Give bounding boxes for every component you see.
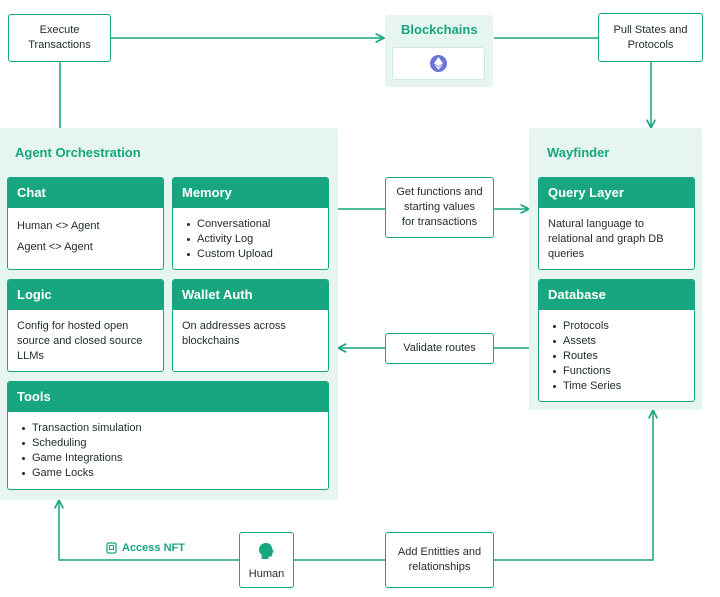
validate-routes-label: Validate routes bbox=[403, 342, 476, 355]
database-item: Routes bbox=[553, 349, 685, 364]
database-item: Assets bbox=[553, 334, 685, 349]
blockchains-title: Blockchains bbox=[401, 22, 478, 37]
database-item: Time Series bbox=[553, 379, 685, 394]
pull-line-1: Pull States and bbox=[613, 23, 688, 36]
ethereum-icon bbox=[430, 55, 447, 72]
database-title: Database bbox=[539, 280, 694, 310]
get-functions-line: starting values bbox=[404, 201, 475, 214]
tools-card[interactable]: Tools Transaction simulation Scheduling … bbox=[7, 381, 329, 490]
access-nft-label: Access NFT bbox=[106, 542, 185, 554]
tools-item: Game Integrations bbox=[22, 451, 319, 466]
chat-line: Agent <> Agent bbox=[17, 240, 93, 253]
add-entities-line: Add Entitties and bbox=[397, 546, 482, 559]
query-layer-card[interactable]: Query Layer Natural language to relation… bbox=[538, 177, 695, 270]
database-item: Protocols bbox=[553, 319, 685, 334]
nft-card-icon bbox=[106, 542, 117, 554]
chat-title: Chat bbox=[8, 178, 163, 208]
execute-line-2: Transactions bbox=[28, 39, 91, 51]
logic-text: Config for hosted open bbox=[17, 320, 129, 332]
memory-item: Activity Log bbox=[187, 232, 319, 247]
tools-title: Tools bbox=[8, 382, 328, 412]
tools-item: Game Locks bbox=[22, 466, 319, 481]
add-entities-box[interactable]: Add Entitties and relationships bbox=[385, 532, 494, 588]
add-entities-line: relationships bbox=[408, 561, 471, 573]
get-functions-line: for transactions bbox=[401, 215, 478, 228]
wallet-auth-title: Wallet Auth bbox=[173, 280, 328, 310]
chat-line: Human <> Agent bbox=[17, 220, 100, 232]
logic-text: source and closed source bbox=[17, 334, 143, 347]
get-functions-box[interactable]: Get functions and starting values for tr… bbox=[385, 177, 494, 238]
wayfinder-title: Wayfinder bbox=[547, 145, 610, 160]
pull-line-2: Protocols bbox=[627, 38, 674, 51]
query-layer-text: queries bbox=[548, 247, 585, 260]
wallet-auth-text: blockchains bbox=[182, 334, 240, 347]
database-card[interactable]: Database Protocols Assets Routes Functio… bbox=[538, 279, 695, 402]
wallet-auth-card[interactable]: Wallet Auth On addresses across blockcha… bbox=[172, 279, 329, 372]
human-label: Human bbox=[248, 568, 285, 580]
database-item: Functions bbox=[553, 364, 685, 379]
agent-orchestration-title: Agent Orchestration bbox=[15, 145, 141, 160]
query-layer-title: Query Layer bbox=[539, 178, 694, 208]
get-functions-line: Get functions and bbox=[396, 186, 483, 199]
access-nft-text: Access NFT bbox=[122, 542, 185, 554]
logic-title: Logic bbox=[8, 280, 163, 310]
query-layer-text: Natural language to bbox=[548, 218, 645, 230]
validate-routes-box[interactable]: Validate routes bbox=[385, 333, 494, 364]
memory-card[interactable]: Memory Conversational Activity Log Custo… bbox=[172, 177, 329, 270]
logic-text: LLMs bbox=[17, 349, 44, 362]
wallet-auth-text: On addresses across bbox=[182, 320, 286, 332]
tools-item: Scheduling bbox=[22, 436, 319, 451]
chat-card[interactable]: Chat Human <> Agent Agent <> Agent bbox=[7, 177, 164, 270]
execute-line-1: Execute bbox=[39, 24, 80, 37]
line-add-to-wayfinder bbox=[494, 410, 653, 561]
logic-card[interactable]: Logic Config for hosted open source and … bbox=[7, 279, 164, 372]
tools-item: Transaction simulation bbox=[22, 421, 319, 436]
human-box[interactable]: Human bbox=[239, 532, 294, 588]
memory-title: Memory bbox=[173, 178, 328, 208]
query-layer-text: relational and graph DB bbox=[548, 232, 664, 245]
memory-item: Custom Upload bbox=[187, 247, 319, 262]
memory-item: Conversational bbox=[187, 217, 319, 232]
human-head-icon bbox=[258, 543, 274, 559]
blockchain-item[interactable] bbox=[392, 47, 485, 80]
